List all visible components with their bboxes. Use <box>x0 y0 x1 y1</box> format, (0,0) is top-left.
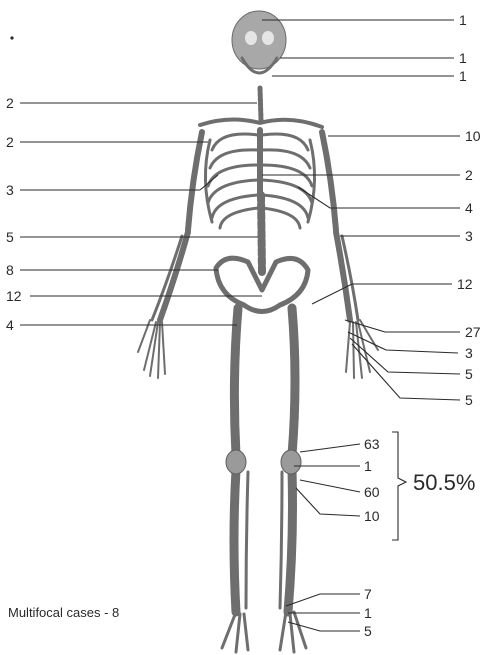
right-label-maxilla: 1 <box>459 50 467 66</box>
corner-dot <box>10 36 13 39</box>
right-label-hand: 5 <box>465 366 473 382</box>
right-label-humerus: 10 <box>465 128 481 144</box>
foot-label-foot: 5 <box>364 623 372 639</box>
right-label-mandible: 1 <box>459 68 467 84</box>
left-label-neck: 2 <box>6 95 14 111</box>
foot-label-ankle: 1 <box>364 605 372 621</box>
hands <box>138 320 378 378</box>
knee-bracket <box>392 432 406 540</box>
right-label-fingers: 5 <box>465 392 473 408</box>
caption: Multifocal cases - 8 <box>8 605 119 620</box>
foot-label-tibia-distal: 7 <box>364 586 372 602</box>
left-label-pelvis: 8 <box>6 262 14 278</box>
right-label-wrist: 3 <box>465 345 473 361</box>
right-label-sternum: 2 <box>465 167 473 183</box>
left-label-shoulder: 2 <box>6 134 14 150</box>
right-label-radius: 27 <box>465 324 481 340</box>
left-label-hip: 4 <box>6 317 14 333</box>
right-labels: 1 1 1 10 2 4 3 12 27 3 5 5 <box>457 12 481 408</box>
left-label-sacrum: 12 <box>6 288 22 304</box>
knee-percentage: 50.5% <box>413 470 475 495</box>
right-label-skull: 1 <box>459 12 467 28</box>
left-labels: 2 2 3 5 8 12 4 <box>6 95 22 333</box>
arms <box>152 132 358 320</box>
knee-labels: 63 1 60 10 50.5% <box>364 436 475 524</box>
right-label-femur-neck: 12 <box>457 276 473 292</box>
feet <box>222 612 306 652</box>
right-label-ribs: 4 <box>465 200 473 216</box>
foot-labels: 7 1 5 <box>364 586 372 639</box>
right-label-forearm: 3 <box>465 228 473 244</box>
cervical-spine <box>260 88 261 120</box>
lumbar-spine <box>261 195 262 272</box>
skeleton-drawing <box>138 11 378 652</box>
knee-label-distal-femur: 63 <box>364 436 380 452</box>
knee-label-patella: 1 <box>364 458 372 474</box>
knee-label-proximal-tibia: 60 <box>364 484 380 500</box>
left-label-spine: 5 <box>6 229 14 245</box>
knee-label-fibula: 10 <box>364 508 380 524</box>
left-knee <box>226 450 246 474</box>
right-knee <box>281 450 301 474</box>
left-label-ribs: 3 <box>6 182 14 198</box>
